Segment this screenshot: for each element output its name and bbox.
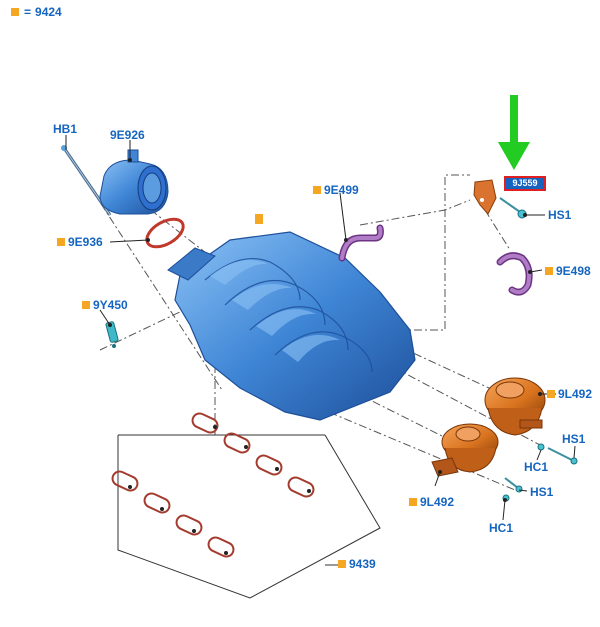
orange-square-icon [11, 8, 19, 16]
orange-square-icon [338, 560, 346, 568]
orange-square-icon [409, 498, 417, 506]
legend-equals: = [24, 5, 32, 19]
actuator-9l492-right-icon [484, 377, 546, 436]
throttle-body-icon [99, 149, 169, 215]
label-hs1-right[interactable]: HS1 [562, 432, 586, 446]
label-9e936[interactable]: 9E936 [57, 235, 103, 249]
fastener-hs1-top-icon [499, 197, 527, 219]
hose-9e499-icon [338, 224, 384, 262]
label-9l492-left[interactable]: 9L492 [409, 495, 454, 509]
leader-dots [108, 158, 542, 502]
orange-square-icon [313, 186, 321, 194]
bracket-9j559-icon [473, 179, 497, 215]
label-hb1[interactable]: HB1 [53, 122, 78, 136]
label-9l492-right[interactable]: 9L492 [547, 387, 592, 401]
label-hc1-bottom[interactable]: HC1 [489, 521, 514, 535]
legend: =9424 [11, 5, 62, 19]
intake-manifold-icon [167, 214, 416, 421]
label-9y450[interactable]: 9Y450 [82, 298, 128, 312]
orange-square-icon [545, 267, 553, 275]
label-hc1-right[interactable]: HC1 [524, 460, 549, 474]
throttle-gasket-icon [145, 217, 185, 249]
orange-square-icon [57, 238, 65, 246]
manifold-marker [255, 214, 263, 224]
label-hs1-mid[interactable]: HS1 [530, 485, 554, 499]
label-9e499[interactable]: 9E499 [313, 183, 359, 197]
label-9e498[interactable]: 9E498 [545, 264, 591, 278]
label-hs1-top[interactable]: HS1 [548, 208, 572, 222]
actuator-9l492-left-icon [431, 423, 499, 477]
gasket-pins [128, 425, 311, 555]
orange-square-icon [82, 301, 90, 309]
label-leaders [65, 135, 576, 521]
green-arrow-icon [498, 95, 530, 170]
gasket-set-bracket [117, 434, 381, 599]
sensor-9y450-icon [105, 321, 119, 348]
legend-part-number: 9424 [35, 5, 62, 19]
orange-square-icon [547, 390, 555, 398]
hose-9e498-icon [496, 252, 533, 296]
intake-gaskets [111, 412, 315, 558]
label-9439[interactable]: 9439 [338, 557, 376, 571]
label-9e926[interactable]: 9E926 [110, 128, 145, 142]
highlighted-part-tag[interactable]: 9J559 [504, 176, 546, 191]
